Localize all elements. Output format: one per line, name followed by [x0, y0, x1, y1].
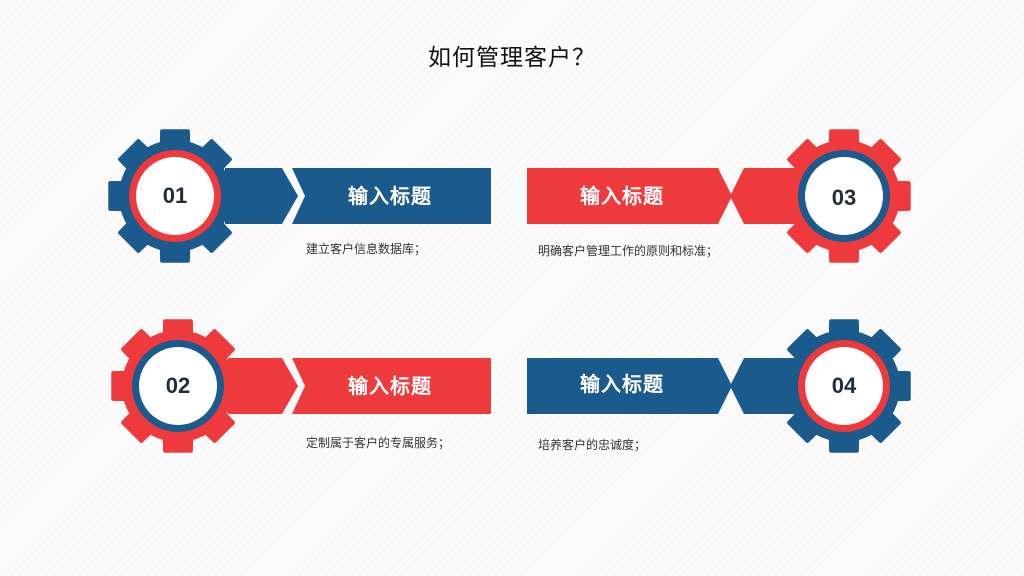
step-card-04: 04 输入标题 培养客户的忠诚度； — [512, 316, 1024, 456]
step-card-01: 01 输入标题 建立客户信息数据库； — [0, 126, 512, 266]
step-card-03-graphic — [527, 129, 911, 263]
banner-connector — [730, 358, 797, 414]
page-title: 如何管理客户？ — [428, 45, 596, 71]
step-number: 01 — [162, 183, 188, 208]
step-card-04-graphic — [527, 319, 911, 453]
gear-center — [139, 347, 217, 425]
banner-connector — [730, 168, 797, 224]
banner-connector — [228, 358, 298, 414]
banner — [292, 358, 491, 414]
banner — [527, 358, 732, 414]
gear-icon — [777, 129, 911, 263]
step-card-03: 03 输入标题 明确客户管理工作的原则和标准； — [512, 126, 1024, 266]
banner — [292, 168, 491, 224]
step-description: 明确客户管理工作的原则和标准； — [538, 244, 719, 258]
step-card-02-graphic — [111, 319, 491, 453]
step-number: 02 — [165, 373, 191, 398]
step-heading[interactable]: 输入标题 — [580, 372, 664, 396]
gear-center — [805, 347, 883, 425]
step-description: 建立客户信息数据库； — [306, 242, 427, 256]
gear-icon — [111, 319, 245, 453]
step-heading[interactable]: 输入标题 — [580, 184, 664, 208]
gear-center — [136, 157, 214, 235]
step-number: 03 — [831, 185, 857, 210]
step-number: 04 — [831, 373, 857, 398]
step-card-01-graphic — [108, 129, 491, 263]
banner-connector — [225, 168, 298, 224]
step-heading[interactable]: 输入标题 — [348, 374, 432, 398]
step-heading[interactable]: 输入标题 — [348, 184, 432, 208]
gear-center — [805, 157, 883, 235]
step-card-02: 02 输入标题 定制属于客户的专属服务； — [0, 316, 512, 456]
banner — [527, 168, 732, 224]
gear-icon — [108, 129, 242, 263]
step-description: 培养客户的忠诚度； — [538, 438, 647, 452]
step-description: 定制属于客户的专属服务； — [306, 436, 451, 450]
